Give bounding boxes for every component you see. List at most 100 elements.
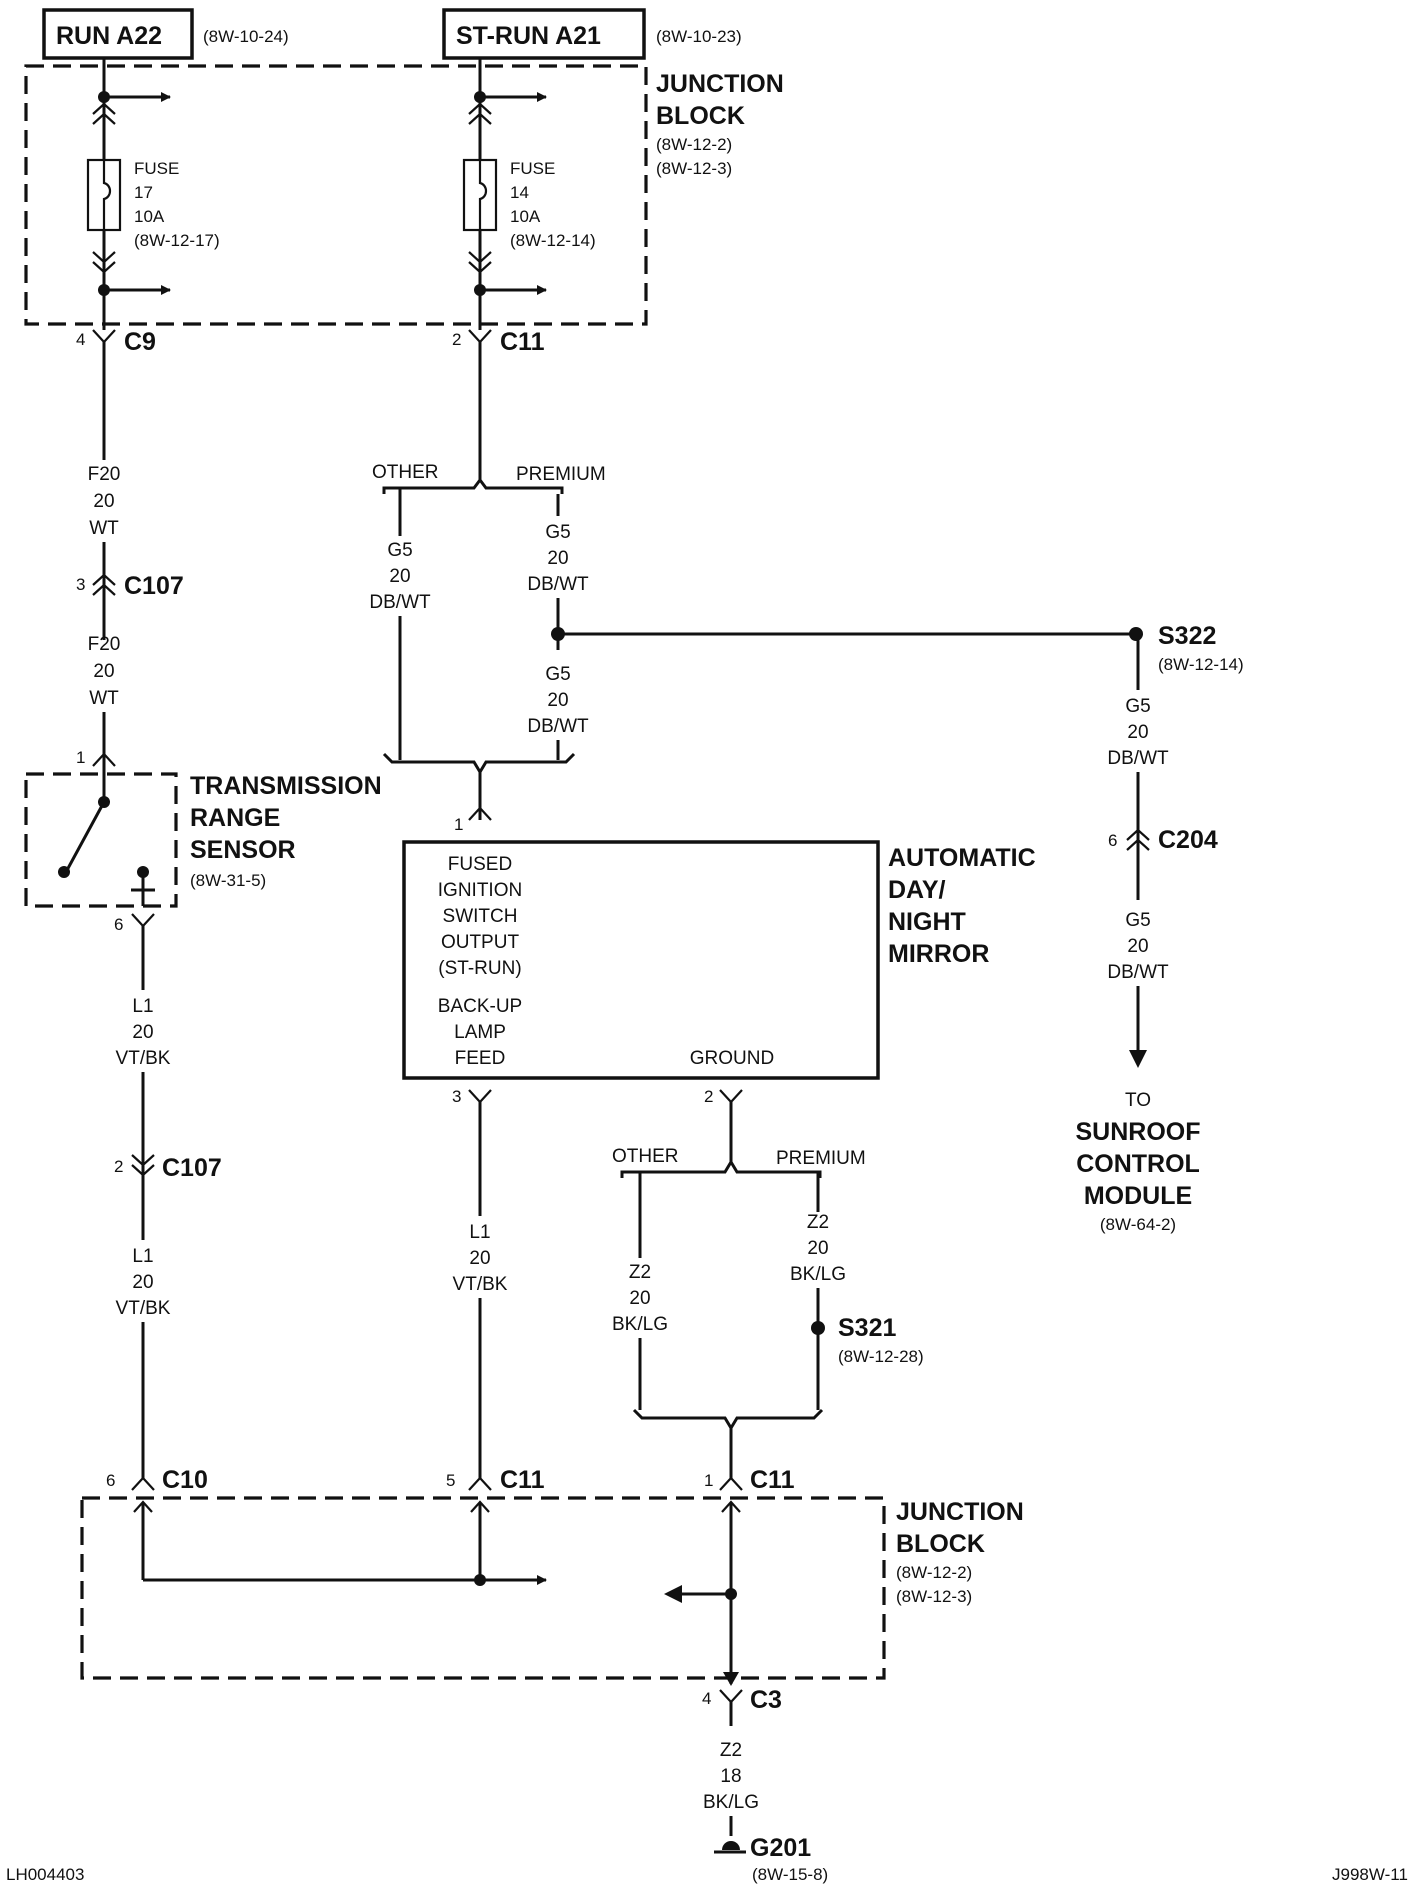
automatic-day-night-mirror: FUSED IGNITION SWITCH OUTPUT (ST-RUN) BA…	[402, 840, 1036, 1080]
svg-text:4: 4	[76, 330, 85, 349]
svg-text:S322: S322	[1158, 622, 1216, 650]
svg-text:DB/WT: DB/WT	[527, 574, 589, 595]
svg-text:VT/BK: VT/BK	[116, 1298, 171, 1319]
svg-text:BLOCK: BLOCK	[656, 102, 745, 130]
source-run-a22: RUN A22 (8W-10-24)	[42, 8, 289, 60]
fuse-17: FUSE 17 10A (8W-12-17)	[86, 58, 220, 330]
option-split-bottom: OTHER PREMIUM	[612, 1146, 866, 1178]
wire-g5-c204: G5 20 DB/WT	[1107, 910, 1169, 983]
svg-text:(8W-12-28): (8W-12-28)	[838, 1347, 924, 1366]
svg-text:10A: 10A	[510, 207, 541, 226]
svg-text:3: 3	[76, 575, 85, 594]
svg-text:10A: 10A	[134, 207, 165, 226]
junction-block-top: JUNCTION BLOCK (8W-12-2) (8W-12-3)	[24, 64, 784, 326]
svg-text:L1: L1	[469, 1222, 490, 1243]
connector-c3: 4 C3	[702, 1686, 782, 1714]
svg-text:(8W-12-17): (8W-12-17)	[134, 231, 220, 250]
svg-text:DB/WT: DB/WT	[369, 592, 431, 613]
svg-text:DB/WT: DB/WT	[1107, 748, 1169, 769]
svg-text:C9: C9	[124, 328, 156, 356]
svg-text:C11: C11	[750, 1466, 795, 1494]
option-merge-top	[382, 752, 576, 775]
svg-text:WT: WT	[89, 688, 119, 709]
svg-text:(8W-12-2): (8W-12-2)	[656, 135, 732, 154]
ground-g201: G201 (8W-15-8)	[714, 1834, 828, 1884]
svg-text:3: 3	[452, 1087, 461, 1106]
svg-text:G5: G5	[387, 540, 412, 561]
junction-block-bottom: JUNCTION BLOCK (8W-12-2) (8W-12-3)	[80, 1496, 1024, 1680]
svg-text:(ST-RUN): (ST-RUN)	[438, 958, 521, 979]
svg-text:OTHER: OTHER	[372, 462, 439, 483]
svg-text:C3: C3	[750, 1686, 782, 1714]
wire-g5-premium: G5 20 DB/WT	[527, 522, 589, 595]
svg-text:G5: G5	[545, 522, 570, 543]
svg-text:IGNITION: IGNITION	[438, 880, 522, 901]
svg-text:(8W-10-24): (8W-10-24)	[203, 27, 289, 46]
wire-z2-other: Z2 20 BK/LG	[612, 1262, 668, 1335]
svg-text:DB/WT: DB/WT	[1107, 962, 1169, 983]
svg-text:VT/BK: VT/BK	[116, 1048, 171, 1069]
svg-text:F20: F20	[88, 634, 121, 655]
wire-f20-b: F20 20 WT	[88, 634, 121, 709]
svg-text:(8W-12-3): (8W-12-3)	[656, 159, 732, 178]
svg-text:6: 6	[114, 915, 123, 934]
svg-text:20: 20	[629, 1288, 650, 1309]
svg-text:OTHER: OTHER	[612, 1146, 679, 1167]
connector-c11-top: 2 C11	[452, 328, 545, 356]
svg-text:1: 1	[454, 815, 463, 834]
svg-text:(8W-12-3): (8W-12-3)	[896, 1587, 972, 1606]
svg-text:VT/BK: VT/BK	[453, 1274, 508, 1295]
fuse-14: FUSE 14 10A (8W-12-14)	[462, 58, 596, 330]
svg-text:(8W-12-2): (8W-12-2)	[896, 1563, 972, 1582]
svg-text:G5: G5	[1125, 910, 1150, 931]
svg-text:PREMIUM: PREMIUM	[776, 1148, 866, 1169]
source-st-run-a21: ST-RUN A21 (8W-10-23)	[442, 8, 742, 60]
svg-text:G5: G5	[545, 664, 570, 685]
svg-text:1: 1	[704, 1471, 713, 1490]
svg-text:(8W-64-2): (8W-64-2)	[1100, 1215, 1176, 1234]
svg-text:DAY/: DAY/	[888, 876, 945, 904]
svg-text:17: 17	[134, 183, 153, 202]
wire-f20-a: F20 20 WT	[88, 464, 121, 539]
svg-text:20: 20	[1127, 936, 1148, 957]
footer-left: LH004403	[6, 1865, 84, 1884]
svg-text:PREMIUM: PREMIUM	[516, 464, 606, 485]
svg-text:(8W-12-14): (8W-12-14)	[1158, 655, 1244, 674]
svg-text:C10: C10	[162, 1466, 208, 1494]
svg-text:G201: G201	[750, 1834, 811, 1862]
svg-text:20: 20	[93, 491, 114, 512]
svg-text:MIRROR: MIRROR	[888, 940, 989, 968]
connector-c107-a: 3 C107	[76, 572, 184, 600]
svg-text:NIGHT: NIGHT	[888, 908, 966, 936]
svg-text:CONTROL: CONTROL	[1076, 1150, 1200, 1178]
svg-text:(8W-12-14): (8W-12-14)	[510, 231, 596, 250]
svg-text:TRANSMISSION: TRANSMISSION	[190, 772, 382, 800]
svg-text:AUTOMATIC: AUTOMATIC	[888, 844, 1036, 872]
wire-l1-b: L1 20 VT/BK	[116, 1246, 171, 1319]
svg-text:20: 20	[93, 661, 114, 682]
transmission-range-sensor: 1 6 TRANSMISSION RANGE SENSOR (8W-31-5)	[24, 748, 382, 934]
svg-text:TO: TO	[1125, 1090, 1151, 1111]
connector-c11-pin1: 1 C11	[704, 1466, 795, 1494]
svg-text:DB/WT: DB/WT	[527, 716, 589, 737]
svg-text:FUSE: FUSE	[134, 159, 179, 178]
svg-text:S321: S321	[838, 1314, 896, 1342]
svg-text:6: 6	[1108, 831, 1117, 850]
svg-text:C107: C107	[162, 1154, 222, 1182]
svg-text:MODULE: MODULE	[1084, 1182, 1192, 1210]
svg-text:C11: C11	[500, 328, 545, 356]
svg-text:18: 18	[720, 1766, 741, 1787]
option-merge-bottom	[632, 1408, 824, 1431]
svg-text:BK/LG: BK/LG	[612, 1314, 668, 1335]
svg-text:BK/LG: BK/LG	[703, 1792, 759, 1813]
svg-text:Z2: Z2	[807, 1212, 829, 1233]
svg-text:20: 20	[807, 1238, 828, 1259]
svg-text:(8W-31-5): (8W-31-5)	[190, 871, 266, 890]
connector-c11-pin5: 5 C11	[446, 1466, 545, 1494]
svg-text:BK/LG: BK/LG	[790, 1264, 846, 1285]
wire-l1-a: L1 20 VT/BK	[116, 996, 171, 1069]
svg-text:2: 2	[452, 330, 461, 349]
connector-c10: 6 C10	[106, 1466, 208, 1494]
svg-text:20: 20	[132, 1022, 153, 1043]
